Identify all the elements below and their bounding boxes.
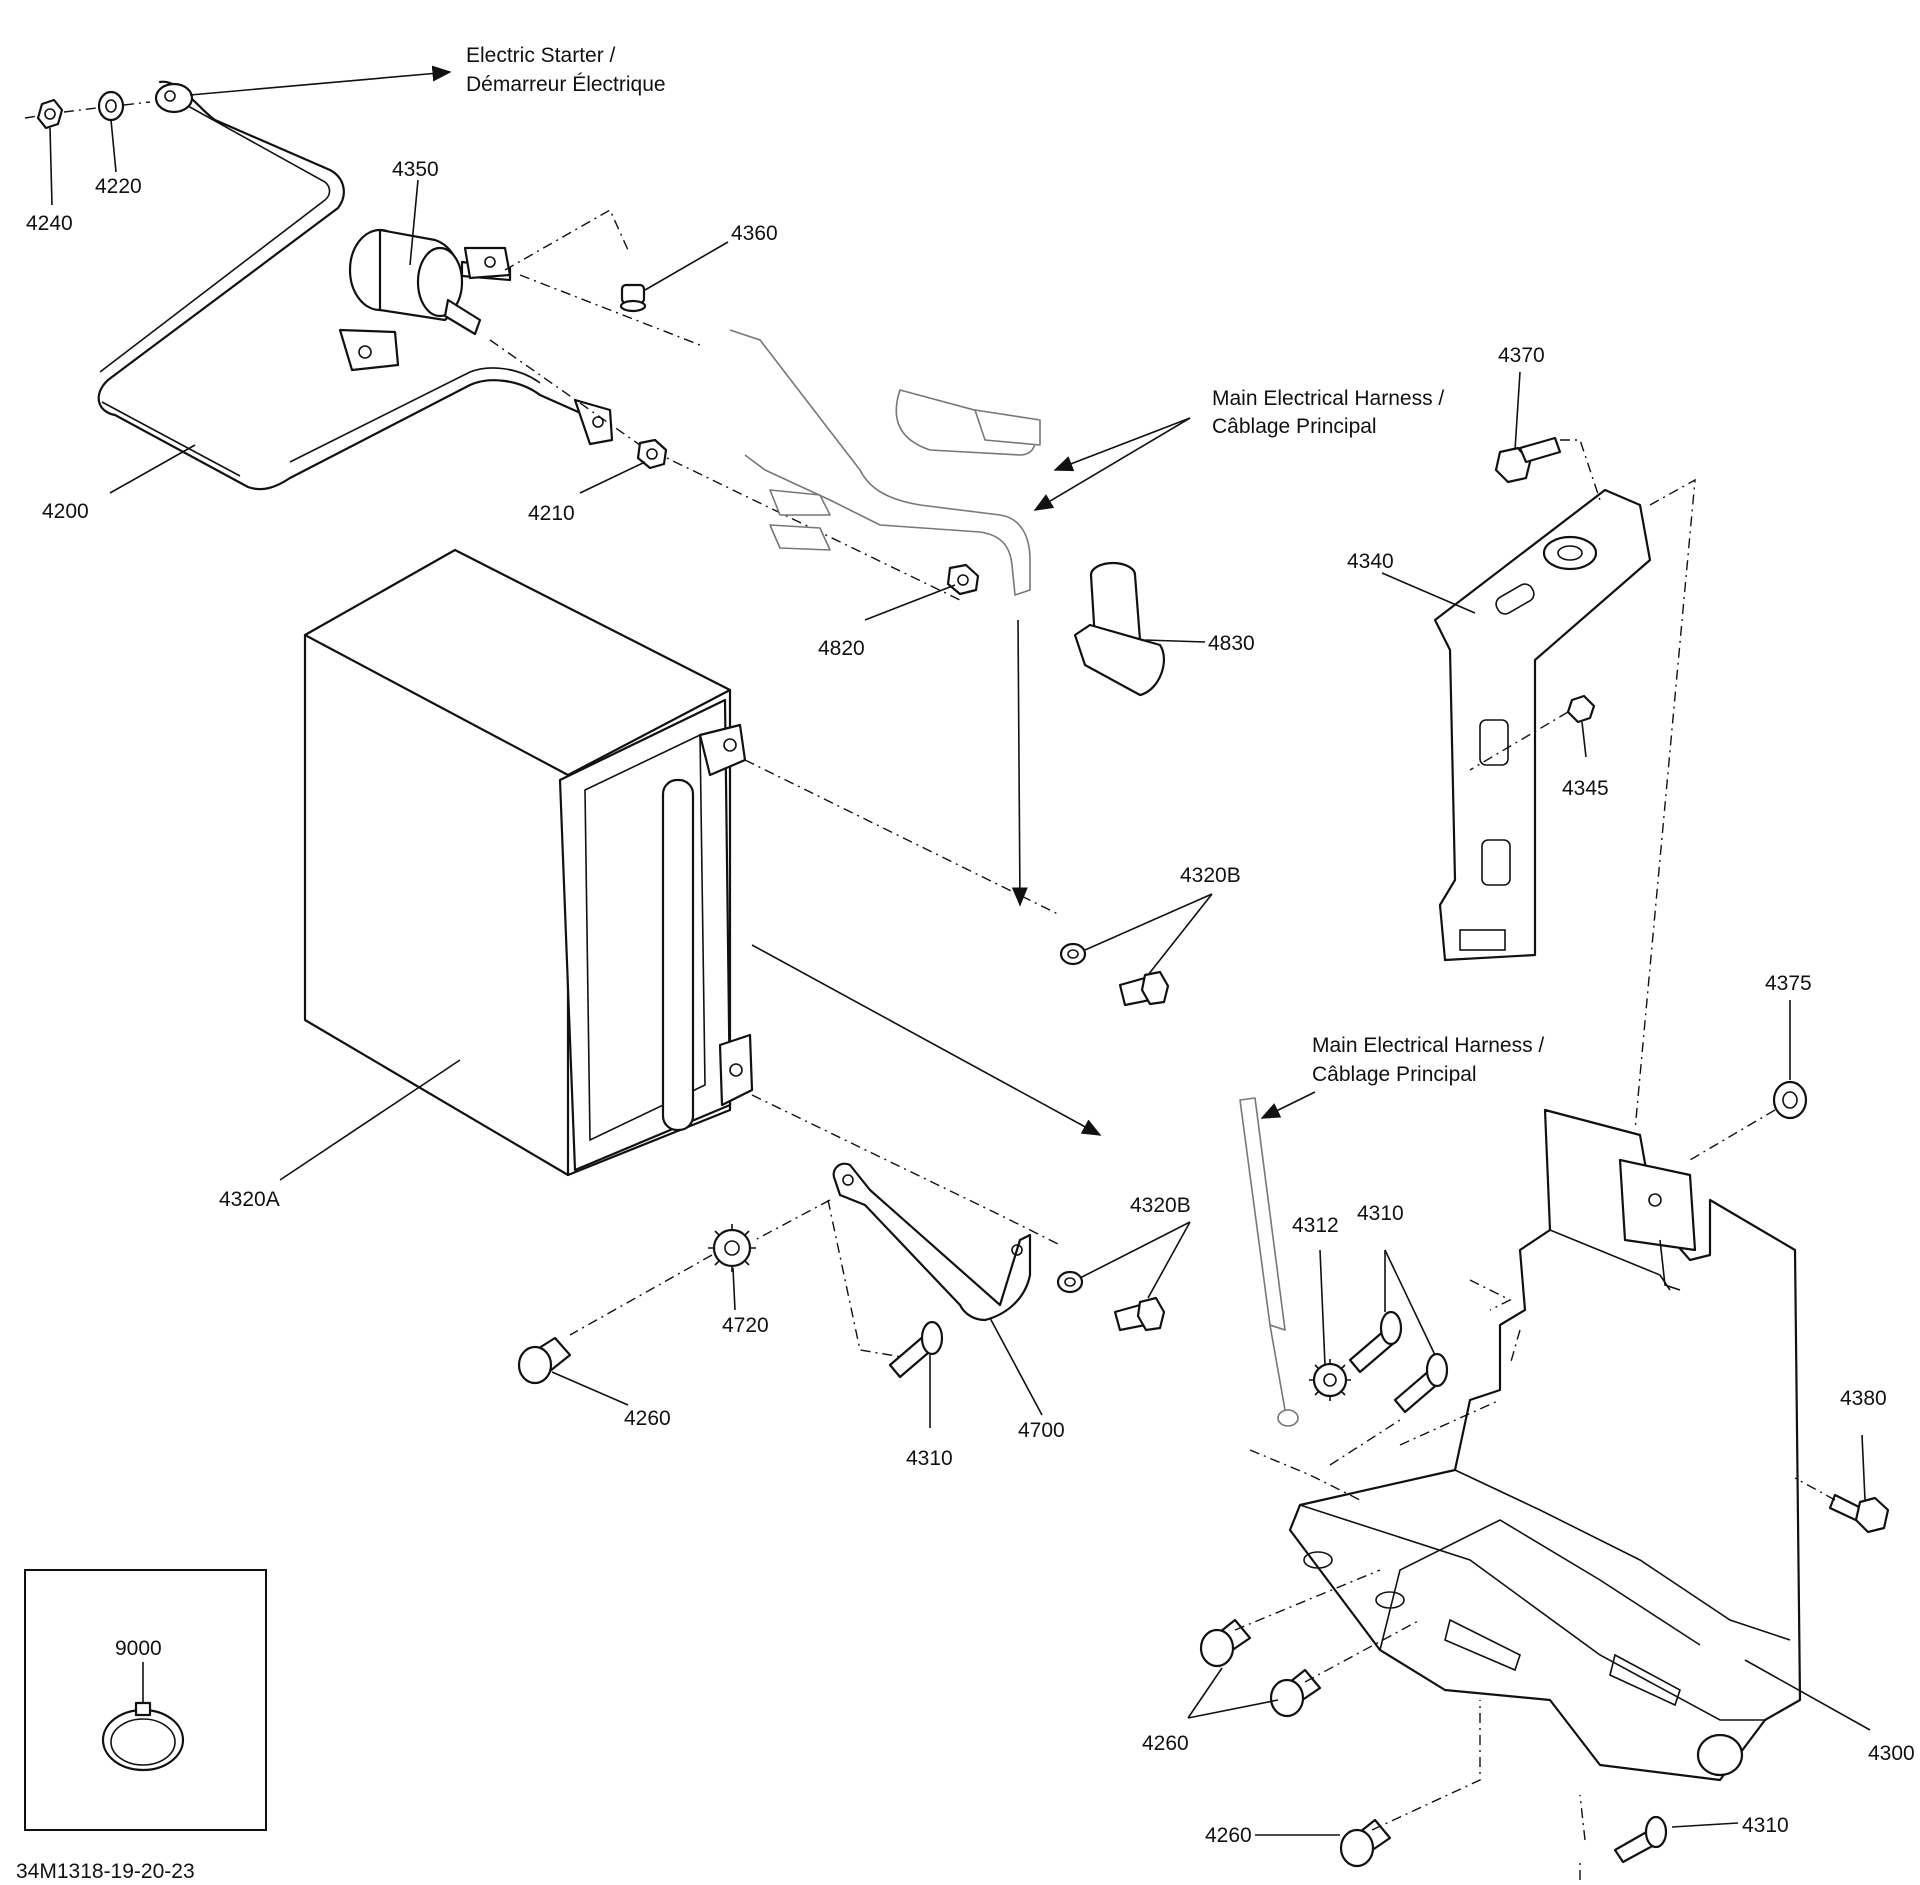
bolt-4260-tray-3 (1339, 1818, 1392, 1868)
tray-4300 (1288, 1108, 1802, 1782)
boot-4830 (1073, 561, 1165, 697)
bolt-4310-tray-2 (1393, 1352, 1449, 1414)
bracket-4340 (1433, 488, 1652, 962)
part-label-4320b-top: 4320B (1180, 864, 1241, 887)
part-label-4200: 4200 (42, 500, 89, 523)
solenoid-4350 (338, 228, 512, 372)
callout-harness-mid-line2: Câblage Principal (1312, 1063, 1477, 1086)
part-label-4310-bottom: 4310 (1742, 1814, 1789, 1837)
bolt-4380 (1828, 1493, 1890, 1534)
part-label-4375: 4375 (1765, 972, 1812, 995)
bolt-4310-bottom (1613, 1815, 1668, 1864)
nut-4820 (946, 563, 980, 596)
part-label-4260-left: 4260 (624, 1407, 671, 1430)
part-label-4380: 4380 (1840, 1387, 1887, 1410)
nut-4375 (1772, 1080, 1808, 1120)
part-label-4210: 4210 (528, 502, 575, 525)
part-label-4220: 4220 (95, 175, 142, 198)
bolt-4370 (1494, 436, 1562, 484)
clamp-9000 (101, 1701, 185, 1772)
part-label-4360: 4360 (731, 222, 778, 245)
callout-starter-line1: Electric Starter / (466, 44, 616, 67)
bolt-4260-tray-1 (1199, 1618, 1252, 1668)
main-harness-mid (1239, 1097, 1299, 1427)
callout-harness-top-line1: Main Electrical Harness / (1212, 387, 1444, 410)
part-label-4260-bottom: 4260 (1205, 1824, 1252, 1847)
bolt-4360 (619, 283, 647, 313)
part-label-4320b-bottom: 4320B (1130, 1194, 1191, 1217)
bolt-4310-middle (888, 1320, 944, 1379)
main-harness-top (729, 329, 1041, 596)
washer-4220 (97, 90, 125, 122)
battery-4320a (303, 548, 754, 1177)
part-label-4370: 4370 (1498, 344, 1545, 367)
bolt-4260-left (517, 1336, 572, 1385)
strap-4700 (832, 1162, 1032, 1322)
star-washer-4720 (708, 1224, 756, 1272)
washer-bolt-4320b-bottom (1056, 1270, 1166, 1332)
nut-4240 (36, 98, 64, 130)
part-label-4310-tray: 4310 (1357, 1202, 1404, 1225)
part-label-4312: 4312 (1292, 1214, 1339, 1237)
callout-harness-mid-line1: Main Electrical Harness / (1312, 1034, 1544, 1057)
part-label-4260-tray: 4260 (1142, 1732, 1189, 1755)
star-washer-4312 (1309, 1359, 1351, 1401)
drawing-number: 34M1318-19-20-23 (16, 1860, 195, 1883)
part-label-4350: 4350 (392, 158, 439, 181)
washer-bolt-4320b-top (1059, 942, 1170, 1007)
part-label-4820: 4820 (818, 637, 865, 660)
part-label-4830: 4830 (1208, 632, 1255, 655)
part-label-4700: 4700 (1018, 1419, 1065, 1442)
part-label-4300: 4300 (1868, 1742, 1915, 1765)
part-label-4240: 4240 (26, 212, 73, 235)
nut-4345 (1566, 694, 1596, 724)
part-label-4320a: 4320A (219, 1188, 280, 1211)
bolt-4310-tray-1 (1348, 1310, 1403, 1374)
inset-box (24, 1569, 267, 1831)
part-label-4310-middle: 4310 (906, 1447, 953, 1470)
nut-4210 (636, 438, 668, 470)
part-label-9000: 9000 (115, 1637, 162, 1660)
bolt-4260-tray-2 (1269, 1668, 1322, 1718)
cable-4200 (97, 80, 614, 491)
part-label-4345: 4345 (1562, 777, 1609, 800)
callout-starter-line2: Démarreur Électrique (466, 73, 666, 96)
part-label-4720: 4720 (722, 1314, 769, 1337)
callout-harness-top-line2: Câblage Principal (1212, 415, 1377, 438)
part-label-4340: 4340 (1347, 550, 1394, 573)
